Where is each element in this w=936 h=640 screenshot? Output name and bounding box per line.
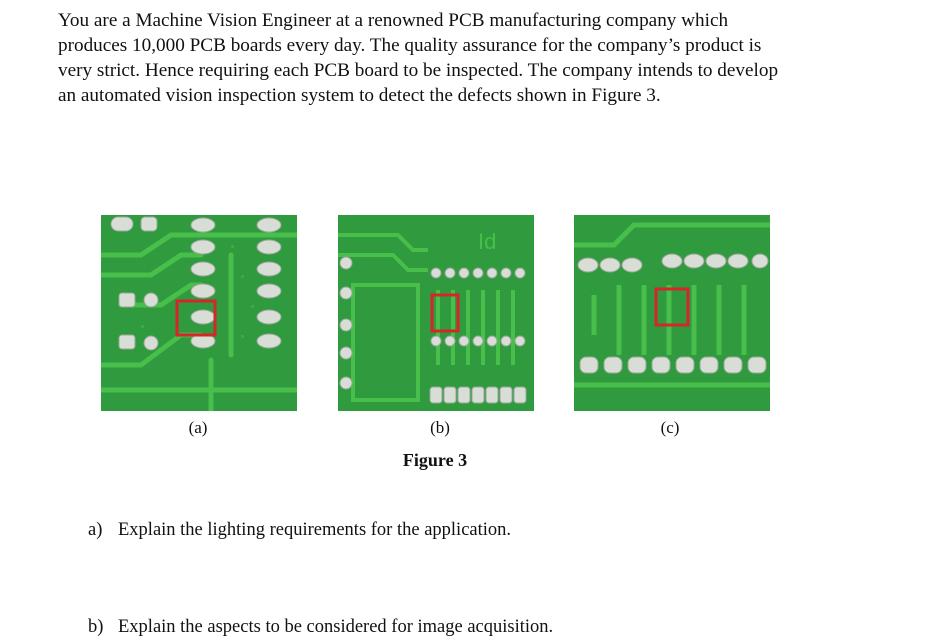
problem-statement: You are a Machine Vision Engineer at a r… (58, 8, 858, 108)
problem-line-2: produces 10,000 PCB boards every day. Th… (58, 35, 762, 56)
caption-a: (a) (188, 418, 208, 437)
problem-line-4: an automated vision inspection system to… (58, 85, 661, 106)
question-a: a) Explain the lighting requirements for … (88, 520, 511, 541)
pcb-image-c (574, 215, 770, 411)
figure-title: Figure 3 (402, 450, 468, 470)
caption-b: (b) (430, 418, 450, 437)
question-b: b) Explain the aspects to be considered f… (88, 617, 553, 638)
problem-line-3: very strict. Hence requiring each PCB bo… (58, 60, 779, 81)
question-a-letter: a) (88, 520, 103, 540)
question-b-text: Explain the aspects to be considered for… (118, 617, 554, 637)
pcb-image-b: Id (338, 215, 534, 411)
problem-line-1: You are a Machine Vision Engineer at a r… (58, 10, 729, 31)
silkscreen-label: Id (478, 229, 496, 254)
caption-c: (c) (660, 418, 680, 437)
question-b-letter: b) (88, 617, 104, 637)
pcb-image-a (101, 215, 297, 411)
question-a-text: Explain the lighting requirements for th… (118, 520, 512, 540)
